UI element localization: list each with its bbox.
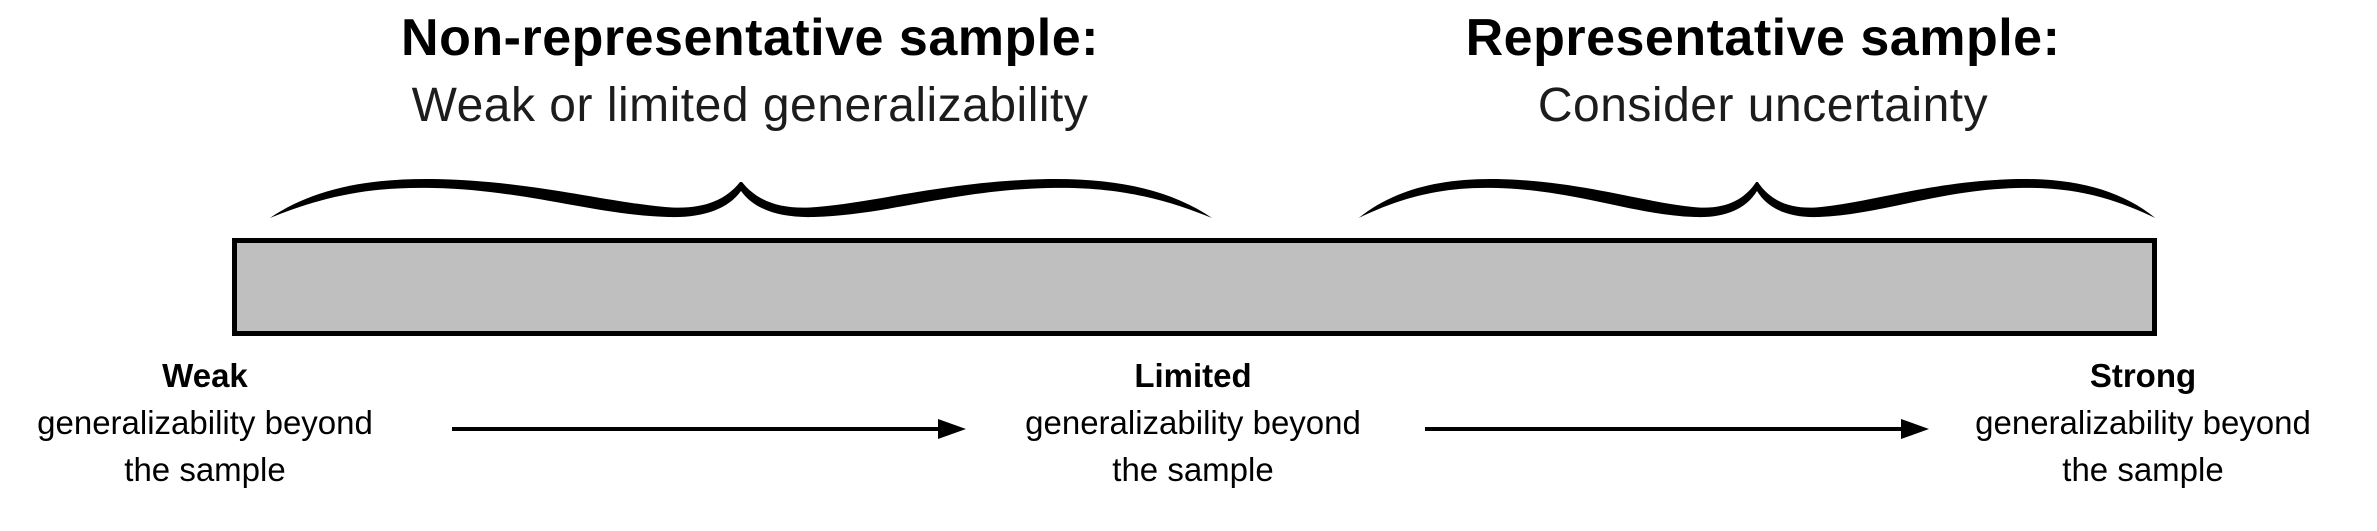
- axis-label-weak: Weak generalizability beyond the sample: [37, 352, 373, 493]
- annotation-representative: Representative sample: Consider uncertai…: [1466, 10, 2061, 132]
- arrow-head: [938, 419, 966, 439]
- axis-label-desc-line1: generalizability beyond: [1025, 404, 1361, 441]
- axis-label-strong: Strong generalizability beyond the sampl…: [1975, 352, 2311, 493]
- axis-label-desc-line1: generalizability beyond: [1975, 404, 2311, 441]
- axis-label-desc-line1: generalizability beyond: [37, 404, 373, 441]
- annotation-subtitle: Consider uncertainty: [1537, 79, 1989, 132]
- arrow-head: [1901, 419, 1929, 439]
- overbrace-left-icon: [269, 178, 1213, 218]
- annotation-title: Representative sample:: [1465, 9, 2061, 67]
- annotation-non-representative: Non-representative sample: Weak or limit…: [401, 10, 1099, 132]
- spectrum-bar: [232, 238, 2157, 336]
- axis-label-desc-line2: the sample: [1112, 451, 1274, 488]
- axis-label-desc-line2: the sample: [124, 451, 286, 488]
- axis-label-desc-line2: the sample: [2062, 451, 2224, 488]
- overbrace-path: [1358, 178, 2156, 218]
- annotation-subtitle: Weak or limited generalizability: [411, 79, 1089, 132]
- axis-label-level: Weak: [162, 357, 248, 394]
- overbrace-path: [269, 178, 1213, 218]
- arrow-weak-to-limited-icon: [452, 419, 966, 439]
- axis-label-limited: Limited generalizability beyond the samp…: [1025, 352, 1361, 493]
- axis-label-level: Strong: [2089, 357, 2197, 394]
- annotation-title: Non-representative sample:: [401, 9, 1099, 67]
- overbrace-right-icon: [1358, 178, 2156, 218]
- arrow-limited-to-strong-icon: [1425, 419, 1929, 439]
- axis-label-level: Limited: [1134, 357, 1252, 394]
